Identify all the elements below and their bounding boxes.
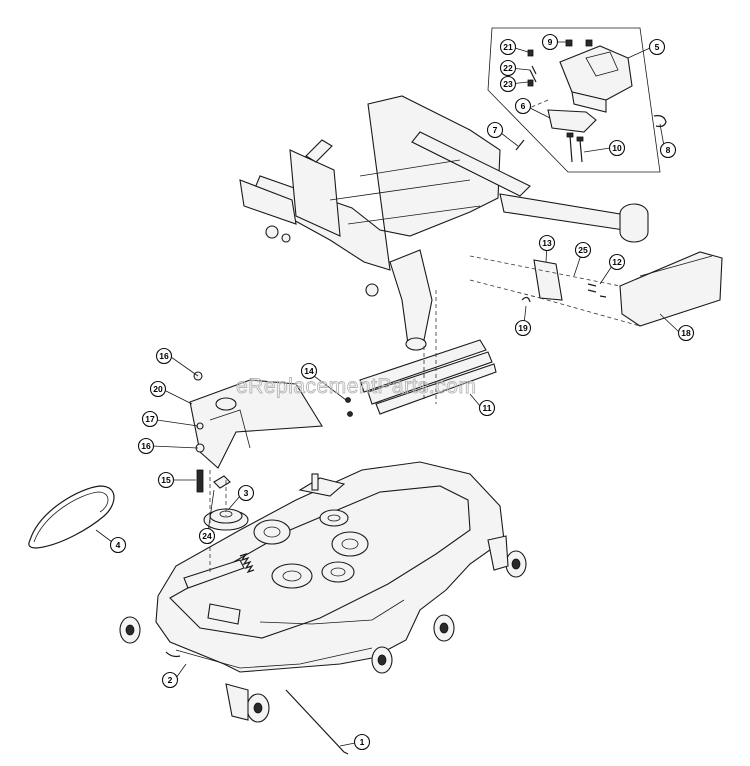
- callout-label-24: 24: [202, 531, 212, 541]
- callout-label-13: 13: [542, 238, 552, 248]
- callout-label-23: 23: [503, 79, 513, 89]
- callout-label-8: 8: [666, 145, 671, 155]
- callout-label-17: 17: [145, 414, 155, 424]
- callout-2: 2: [161, 671, 179, 689]
- callout-15: 15: [157, 471, 175, 489]
- callout-label-19: 19: [518, 323, 528, 333]
- callout-13: 13: [538, 234, 556, 252]
- callout-label-20: 20: [153, 384, 163, 394]
- callout-label-9: 9: [548, 37, 553, 47]
- bracket-13: [533, 259, 563, 301]
- callout-label-2: 2: [168, 675, 173, 685]
- deck-wheels: [119, 535, 527, 723]
- callout-label-6: 6: [521, 101, 526, 111]
- callout-5: 5: [648, 38, 666, 56]
- callout-8: 8: [659, 141, 677, 159]
- callout-label-11: 11: [483, 403, 492, 413]
- callout-16-bottom: 16: [137, 437, 155, 455]
- mower-deck: [155, 461, 505, 673]
- callout-1: 1: [353, 733, 371, 751]
- callout-9: 9: [541, 33, 559, 51]
- callout-17: 17: [141, 410, 159, 428]
- callout-10: 10: [608, 139, 626, 157]
- callout-label-18: 18: [681, 328, 691, 338]
- callout-19: 19: [514, 319, 532, 337]
- callout-label-1: 1: [360, 737, 365, 747]
- callout-25: 25: [574, 241, 592, 259]
- callout-20: 20: [149, 380, 167, 398]
- callout-label-10: 10: [612, 143, 622, 153]
- callout-7: 7: [486, 121, 504, 139]
- callout-label-5: 5: [655, 42, 660, 52]
- callout-14: 14: [300, 362, 318, 380]
- callout-3: 3: [237, 484, 255, 502]
- callout-22: 22: [499, 59, 517, 77]
- callout-label-7: 7: [493, 125, 498, 135]
- cover-18: [587, 251, 723, 327]
- discharge-chute-20: [189, 379, 323, 469]
- callout-23: 23: [499, 75, 517, 93]
- callout-label-3: 3: [244, 488, 249, 498]
- leader-lines: [95, 41, 680, 747]
- callout-label-4: 4: [116, 540, 121, 550]
- watermark-text: eReplacementParts.com: [236, 375, 476, 398]
- callout-label-16-top: 16: [159, 351, 169, 361]
- inset-box: [487, 27, 667, 173]
- callout-12: 12: [608, 253, 626, 271]
- callout-11: 11: [478, 399, 496, 417]
- callout-label-14: 14: [304, 366, 314, 376]
- callout-4: 4: [109, 536, 127, 554]
- callout-6: 6: [514, 97, 532, 115]
- callout-24: 24: [198, 527, 216, 545]
- callout-18: 18: [677, 324, 695, 342]
- callout-label-25: 25: [578, 245, 588, 255]
- callout-label-22: 22: [503, 63, 513, 73]
- belt-4: [28, 485, 115, 549]
- callout-label-16-bottom: 16: [141, 441, 151, 451]
- main-frame: [239, 95, 649, 351]
- callout-label-15: 15: [161, 475, 171, 485]
- callout-21: 21: [499, 38, 517, 56]
- callout-16-top: 16: [155, 347, 173, 365]
- callout-label-12: 12: [612, 257, 622, 267]
- callout-label-21: 21: [503, 42, 513, 52]
